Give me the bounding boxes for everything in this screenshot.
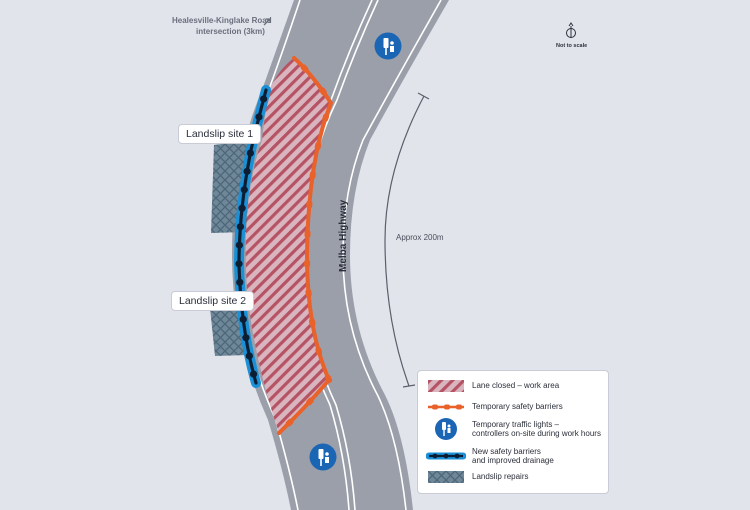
- legend-item-landslip-repairs: Landslip repairs: [418, 470, 608, 484]
- barrier-joint: [285, 418, 294, 427]
- crosshatch-icon: [428, 471, 464, 483]
- barrier-post: [239, 315, 247, 323]
- barrier-joint: [304, 229, 311, 239]
- barrier-post: [246, 149, 254, 157]
- barrier-joint: [309, 171, 316, 180]
- barrier-joint: [306, 200, 313, 209]
- barrier-joint: [325, 374, 333, 384]
- barrier-post: [235, 241, 243, 249]
- legend-label: Landslip repairs: [472, 472, 529, 482]
- barrier-post: [245, 352, 253, 360]
- legend: Lane closed – work area Temporary safety…: [417, 370, 609, 494]
- barrier-post: [235, 260, 243, 268]
- distance-arc: [384, 95, 425, 387]
- traffic-light-icon-south: [309, 443, 337, 471]
- landslip-site-2-label: Landslip site 2: [171, 291, 255, 311]
- barrier-post: [243, 167, 251, 175]
- traffic-light-icon: [374, 32, 402, 60]
- barrier-post: [236, 223, 245, 231]
- barrier-joint: [322, 113, 330, 122]
- barrier-joint: [319, 87, 327, 96]
- barrier-joint: [300, 64, 309, 73]
- barrier-post: [242, 334, 250, 342]
- distance-label: Approx 200m: [396, 233, 444, 242]
- legend-label-line2: controllers on-site during work hours: [472, 429, 601, 438]
- legend-item-temporary-barriers: Temporary safety barriers: [418, 400, 608, 414]
- barrier-post: [238, 204, 246, 212]
- barrier-joint: [314, 141, 322, 151]
- work-area: [245, 58, 331, 433]
- landslip-site-1-label: Landslip site 1: [178, 124, 262, 144]
- barrier-post: [240, 186, 248, 194]
- legend-item-traffic-lights: Temporary traffic lights – controllers o…: [418, 417, 608, 441]
- barrier-post: [260, 95, 268, 103]
- legend-item-lane-closed: Lane closed – work area: [418, 379, 608, 393]
- north-arrow-icon: [566, 22, 576, 38]
- barrier-post: [236, 278, 244, 286]
- distance-tick-top: [417, 92, 430, 100]
- road-name-label: Melba Highway: [338, 199, 349, 272]
- hatch-icon: [428, 380, 464, 392]
- destination-line-1: Healesville-Kinglake Road: [172, 16, 272, 25]
- barrier-post: [249, 370, 258, 378]
- legend-label: Lane closed – work area: [472, 381, 560, 391]
- distance-tick-bottom: [402, 384, 416, 388]
- legend-item-new-barriers: New safety barriers and improved drainag…: [418, 445, 608, 467]
- orange-barrier-joints: [285, 64, 333, 427]
- legend-label: Temporary safety barriers: [472, 402, 563, 412]
- barrier-joint: [305, 289, 312, 298]
- not-to-scale-label: Not to scale: [556, 43, 587, 49]
- arrow-northeast-icon: [263, 18, 271, 26]
- barrier-joint: [306, 397, 314, 406]
- destination-line-2: intersection (3km): [196, 27, 265, 36]
- barrier-joint: [309, 318, 316, 327]
- barrier-joint: [315, 347, 323, 356]
- blue-barrier-icon: [426, 452, 466, 460]
- road-edge-east: [342, 0, 442, 510]
- legend-label-line1: New safety barriers: [472, 446, 541, 456]
- barrier-joint: [304, 259, 311, 268]
- orange-barrier-icon: [428, 404, 464, 410]
- barrier-post: [255, 113, 263, 121]
- legend-label-line2: and improved drainage: [472, 456, 554, 465]
- legend-label-line1: Temporary traffic lights –: [472, 419, 559, 429]
- orange-temporary-barrier: [277, 56, 333, 435]
- traffic-light-icon: [435, 418, 457, 440]
